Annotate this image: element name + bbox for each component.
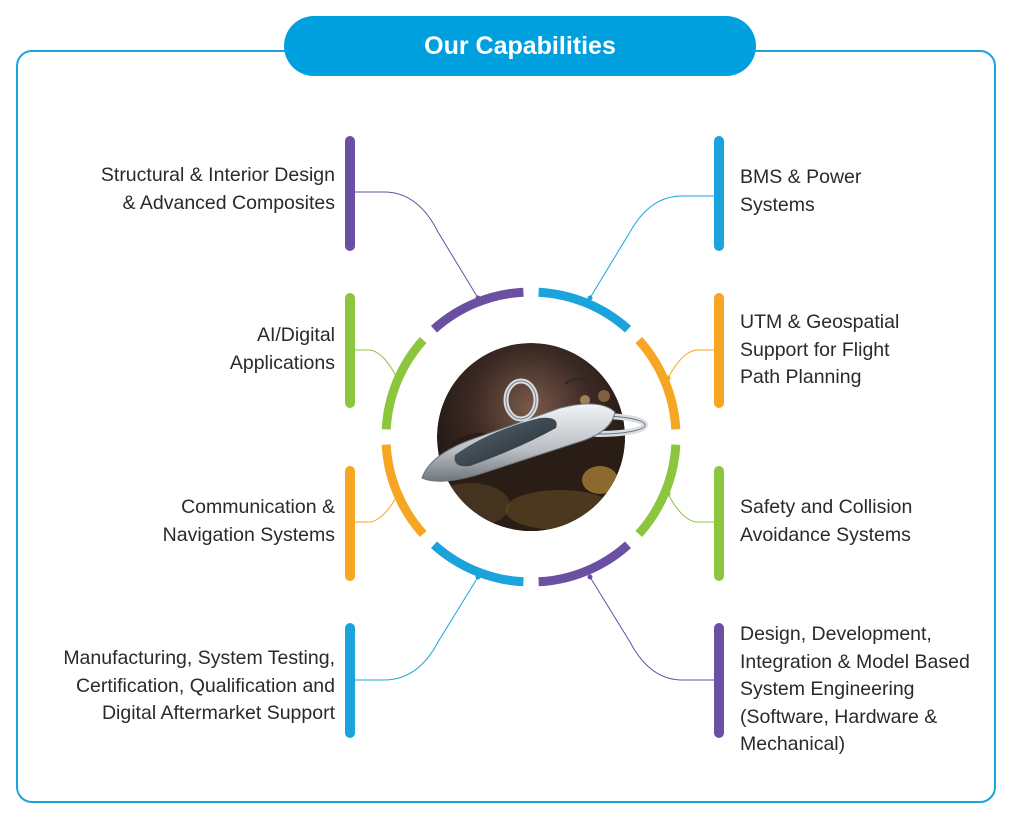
- connector-bms: [589, 195, 714, 299]
- page-title: Our Capabilities: [284, 16, 756, 76]
- capability-ring: [381, 287, 681, 587]
- connector-design: [589, 576, 714, 681]
- ring-segment-8: [430, 287, 524, 333]
- connector-safety: [667, 493, 714, 523]
- capability-bar-right-2: [714, 293, 724, 408]
- capability-bar-left-4: [345, 623, 355, 738]
- capability-ai-digital: AI/Digital Applications: [229, 324, 335, 374]
- ring-segment-2: [635, 336, 681, 430]
- capability-utm-geospatial: UTM & Geospatial Support for Flight Path…: [740, 311, 900, 388]
- connector-communication: [355, 493, 399, 523]
- capability-manufacturing: Manufacturing, System Testing, Certifica…: [63, 647, 335, 724]
- ring-segment-3: [635, 444, 681, 538]
- capability-bms-power: BMS & Power Systems: [740, 166, 862, 216]
- capability-safety-collision: Safety and Collision Avoidance Systems: [740, 496, 913, 546]
- capability-bar-left-1: [345, 136, 355, 251]
- capability-bar-right-4: [714, 623, 724, 738]
- connector-utm: [667, 349, 714, 379]
- ring-segment-4: [538, 541, 632, 587]
- ring-segment-6: [381, 444, 427, 538]
- capability-communication: Communication & Navigation Systems: [162, 496, 335, 546]
- ring-segment-1: [538, 287, 632, 333]
- connector-dot-design: [587, 574, 593, 580]
- connector-structural: [355, 191, 479, 299]
- capability-structural-design: Structural & Interior Design & Advanced …: [100, 164, 335, 214]
- capability-bar-left-2: [345, 293, 355, 408]
- connector-ai: [355, 349, 399, 381]
- connector-manufacturing: [355, 576, 479, 681]
- ring-segment-7: [381, 336, 427, 430]
- capability-bar-left-3: [345, 466, 355, 581]
- ring-segment-5: [430, 541, 524, 587]
- capability-bar-right-1: [714, 136, 724, 251]
- capability-bar-right-3: [714, 466, 724, 581]
- aircraft-shape: [421, 377, 648, 482]
- capability-design-development: Design, Development, Integration & Model…: [740, 623, 970, 755]
